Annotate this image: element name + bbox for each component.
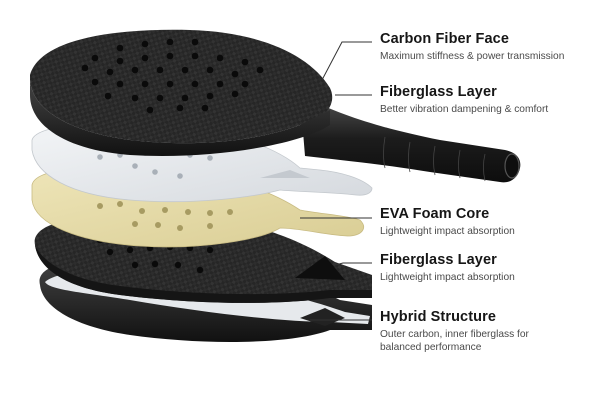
label-eva-foam-core: EVA Foam Core Lightweight impact absorpt… <box>380 206 515 238</box>
leader-fiberglass-lower <box>334 262 372 266</box>
layer-description: Better vibration dampening & comfort <box>380 104 549 115</box>
layer-description: Outer carbon, inner fiberglass for <box>380 329 529 340</box>
layer-description: Lightweight impact absorption <box>380 272 515 283</box>
carbon-fiber-face-layer <box>30 29 521 183</box>
handle-end-cap <box>504 153 520 179</box>
holes-face <box>81 38 264 114</box>
layer-title: Carbon Fiber Face <box>380 31 510 47</box>
layer-description: Lightweight impact absorption <box>380 226 515 237</box>
layer-title: Fiberglass Layer <box>380 84 497 100</box>
leader-carbon-face <box>321 41 372 81</box>
label-carbon-fiber-face: Carbon Fiber Face Maximum stiffness & po… <box>380 31 564 63</box>
leader-lines <box>300 41 372 321</box>
layer-title: Hybrid Structure <box>380 309 497 325</box>
handle-grip-ridges <box>383 136 486 182</box>
layer-title: EVA Foam Core <box>380 206 490 222</box>
layer-description: Maximum stiffness & power transmission <box>380 51 565 62</box>
layer-title: Fiberglass Layer <box>380 252 497 268</box>
label-fiberglass-layer-lower: Fiberglass Layer Lightweight impact abso… <box>380 252 515 284</box>
label-fiberglass-layer-upper: Fiberglass Layer Better vibration dampen… <box>380 84 548 116</box>
label-hybrid-structure: Hybrid Structure Outer carbon, inner fib… <box>380 309 529 354</box>
layer-description-line2: balanced performance <box>380 342 482 353</box>
